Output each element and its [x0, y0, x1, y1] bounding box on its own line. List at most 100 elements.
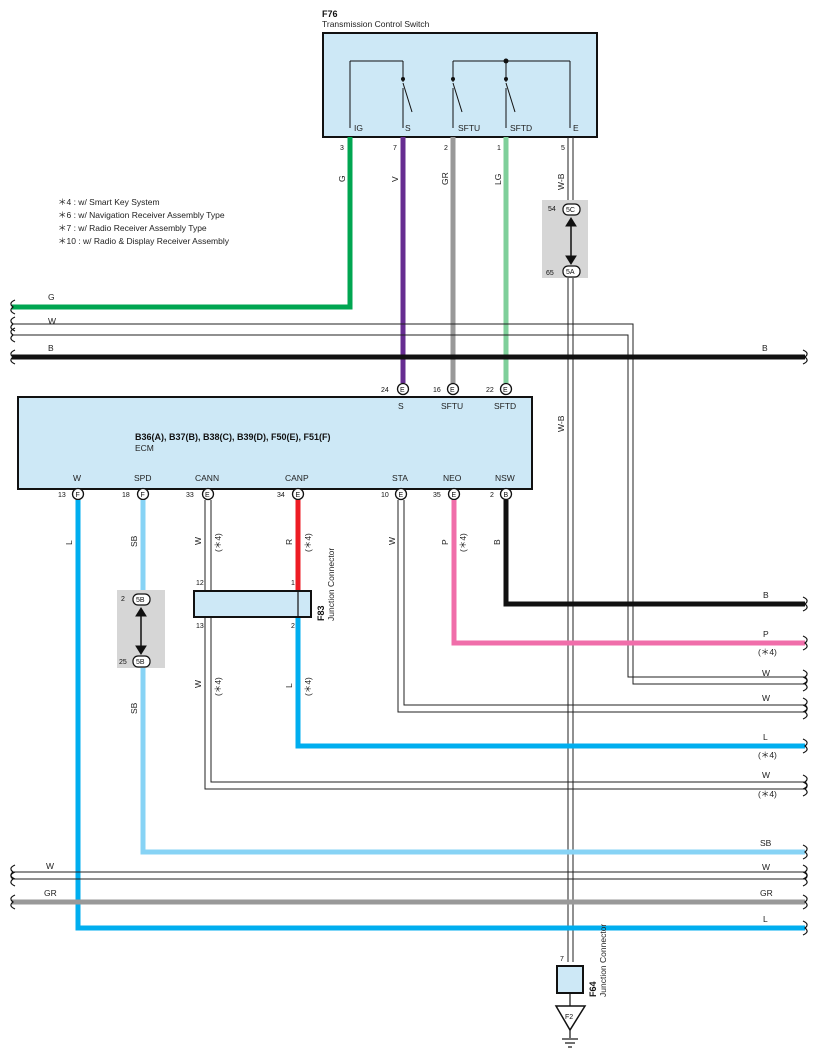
wire-break-marks: [10, 299, 808, 936]
wire-p: [451, 500, 805, 646]
right-label-note: (＊4): [758, 750, 777, 760]
junction-arrow: [135, 607, 147, 655]
svg-text:13: 13: [58, 492, 66, 499]
wire-color-label: L: [64, 540, 74, 545]
right-break-mark: [802, 349, 808, 365]
wire-w-lower: [12, 871, 805, 880]
wire-note: (＊4): [303, 533, 313, 552]
right-break-mark: [802, 844, 808, 860]
ecm-pin-canp: 34 E: [277, 487, 305, 501]
svg-text:5B: 5B: [136, 597, 145, 604]
ecm-top-pin-sftu: 16 E: [433, 382, 460, 396]
right-break-mark: [802, 894, 808, 910]
junction-pin: 54: [548, 206, 556, 213]
wire-l: [75, 500, 805, 931]
ecm-term: SFTU: [441, 401, 463, 411]
right-break-mark: [802, 738, 808, 754]
wire-w-bus: [12, 334, 805, 678]
ecm-pin-spd: 18 F: [122, 487, 150, 501]
note-line: ＊6 : w/ Navigation Receiver Assembly Typ…: [58, 210, 225, 220]
wire-color-label: SB: [129, 535, 139, 547]
f64-code: F64: [588, 981, 598, 997]
right-break-mark: [802, 871, 808, 887]
wire-note: (＊4): [458, 533, 468, 552]
left-break-mark: [10, 349, 16, 365]
svg-text:5A: 5A: [566, 269, 575, 276]
svg-text:10: 10: [381, 492, 389, 499]
wire-sb: [140, 668, 805, 855]
svg-text:B: B: [504, 492, 509, 499]
wire-note: (＊4): [213, 677, 223, 696]
left-break-mark: [10, 327, 16, 343]
wire-b: [503, 500, 805, 607]
connector-5c: 5C: [562, 203, 581, 216]
svg-text:34: 34: [277, 492, 285, 499]
ecm-term: SPD: [134, 473, 151, 483]
right-label: W: [762, 862, 770, 872]
left-label-w: W: [46, 861, 54, 871]
svg-text:5B: 5B: [136, 659, 145, 666]
bus-label-g: G: [48, 292, 55, 302]
svg-text:F: F: [76, 492, 80, 499]
f83-pin: 12: [196, 580, 204, 587]
switch-name: Transmission Control Switch: [322, 19, 430, 29]
connector-5b-top: 5B: [132, 593, 151, 606]
wire-w-bus: [12, 323, 805, 685]
ecm-top-pin-sftd: 22 E: [486, 382, 513, 396]
wire-color-label: R: [284, 539, 294, 545]
switch-pin: 1: [497, 145, 501, 152]
wire-wb-label: W-B: [556, 415, 566, 432]
bus-label-w: W: [48, 316, 56, 326]
svg-text:F: F: [141, 492, 145, 499]
svg-text:2: 2: [490, 492, 494, 499]
ecm-term: SFTD: [494, 401, 516, 411]
right-label: W: [762, 668, 770, 678]
wire-cann: [204, 500, 805, 790]
right-label: W: [762, 770, 770, 780]
switch-term-sftd: SFTD: [510, 123, 532, 133]
ecm-term: W: [73, 473, 81, 483]
svg-text:E: E: [296, 492, 301, 499]
f64-pin: 7: [560, 956, 564, 963]
ecm-pin-w: 13 F: [58, 487, 85, 501]
wire-color-label: B: [492, 539, 502, 545]
svg-text:5C: 5C: [566, 207, 575, 214]
wire-color-label: W: [193, 680, 203, 688]
bus-label-b: B: [48, 343, 54, 353]
svg-text:35: 35: [433, 492, 441, 499]
note-line: ＊4 : w/ Smart Key System: [58, 197, 160, 207]
svg-text:E: E: [400, 387, 405, 394]
right-break-mark: [802, 676, 808, 692]
svg-text:22: 22: [486, 387, 494, 394]
ecm-connectors: B36(A), B37(B), B38(C), B39(D), F50(E), …: [135, 432, 331, 442]
ecm-term: CANN: [195, 473, 219, 483]
switch-term-ig: IG: [354, 123, 363, 133]
svg-text:E: E: [450, 387, 455, 394]
left-break-mark: [10, 299, 16, 315]
wire-g: [12, 137, 353, 310]
ecm-term: NEO: [443, 473, 462, 483]
svg-text:24: 24: [381, 387, 389, 394]
right-break-mark: [802, 781, 808, 797]
ecm-pin-cann: 33 E: [186, 487, 215, 501]
right-label-note: (＊4): [758, 647, 777, 657]
ecm-term: CANP: [285, 473, 309, 483]
switch-pin: 3: [340, 145, 344, 152]
right-label: B: [763, 590, 769, 600]
left-break-mark: [10, 871, 16, 887]
right-break-mark: [802, 635, 808, 651]
ecm-box: [17, 396, 533, 490]
wire-color-label: GR: [440, 172, 450, 185]
switch-pin: 5: [561, 145, 565, 152]
right-break-mark: [802, 704, 808, 720]
switch-term-e: E: [573, 123, 579, 133]
f83-name: Junction Connector: [326, 548, 336, 621]
wire-color-label: P: [440, 539, 450, 545]
f83-pin: 2: [291, 623, 295, 630]
switch-contact-dot: [401, 77, 405, 81]
ground-connector: [554, 993, 587, 1038]
left-break-mark: [10, 894, 16, 910]
right-label: SB: [760, 838, 772, 848]
switch-pin: 2: [444, 145, 448, 152]
